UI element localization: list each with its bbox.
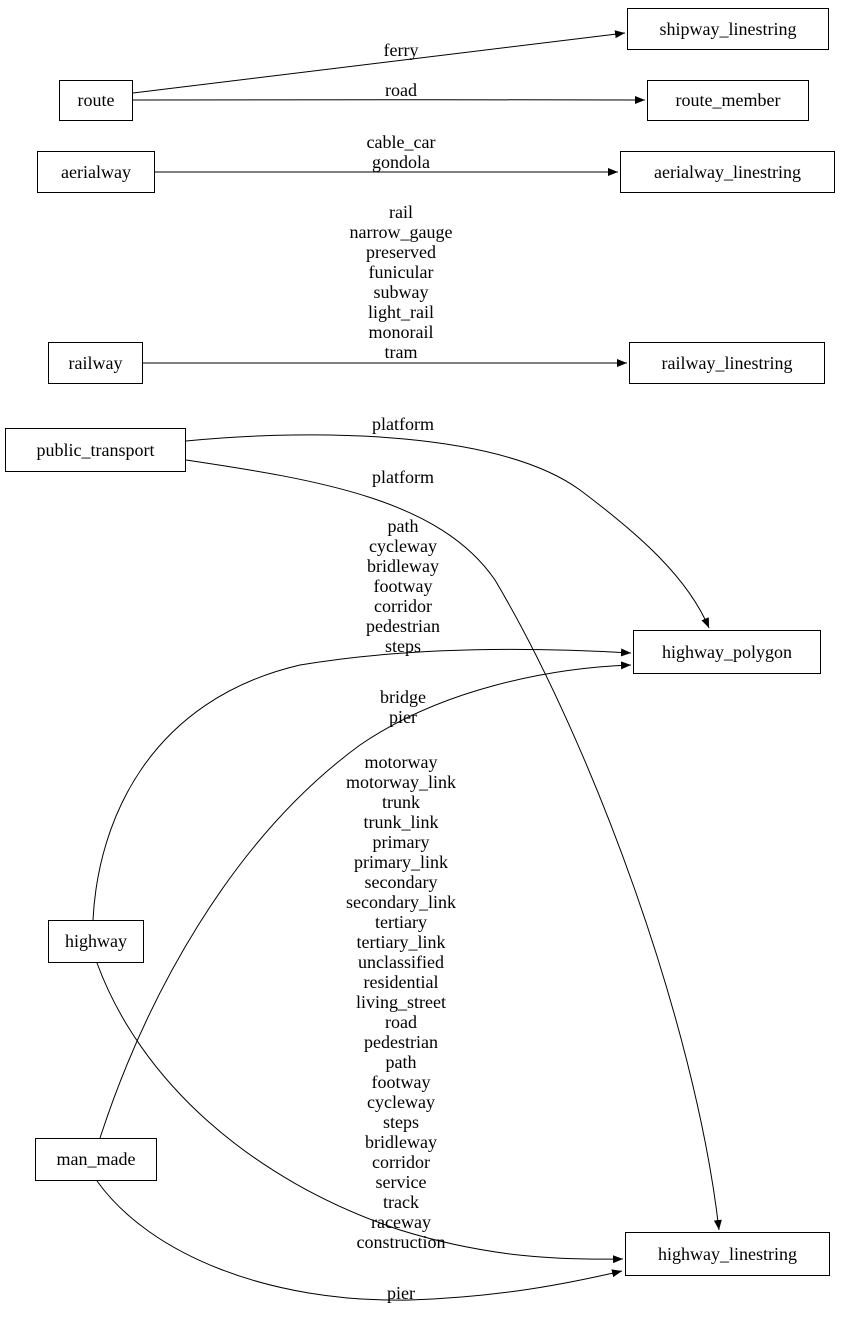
edge-public_transport-highway_polygon bbox=[185, 434, 710, 629]
node-aerialway: aerialway bbox=[37, 151, 155, 193]
node-shipway_linestring: shipway_linestring bbox=[627, 8, 829, 50]
edge-label-road: road bbox=[385, 80, 417, 100]
edge-highway-highway_polygon bbox=[92, 648, 632, 921]
edge-highway-highway_linestring bbox=[96, 962, 624, 1264]
edge-label-platform-polygon: platform bbox=[372, 414, 434, 434]
edge-route-shipway_linestring bbox=[132, 30, 626, 94]
edge-label-bridge-pier: bridge pier bbox=[380, 687, 426, 727]
edge-man_made-highway_polygon bbox=[99, 661, 632, 1139]
node-railway: railway bbox=[48, 342, 143, 384]
node-highway_polygon: highway_polygon bbox=[633, 630, 821, 674]
edge-label-highway-polygon-values: path cycleway bridleway footway corridor… bbox=[366, 516, 440, 656]
node-public_transport: public_transport bbox=[5, 428, 186, 472]
edge-label-pier: pier bbox=[387, 1283, 415, 1303]
edge-label-platform-linestring: platform bbox=[372, 467, 434, 487]
node-highway_linestring: highway_linestring bbox=[625, 1232, 830, 1276]
node-man_made: man_made bbox=[35, 1138, 157, 1181]
edge-label-highway-linestring-values: motorway motorway_link trunk trunk_link … bbox=[346, 752, 456, 1252]
edge-label-railway-values: rail narrow_gauge preserved funicular su… bbox=[349, 202, 453, 362]
node-aerialway_linestring: aerialway_linestring bbox=[620, 151, 835, 193]
node-railway_linestring: railway_linestring bbox=[629, 342, 825, 384]
edge-man_made-highway_linestring bbox=[96, 1180, 623, 1301]
edge-label-ferry: ferry bbox=[383, 40, 419, 60]
edge-label-cable_car-gondola: cable_car gondola bbox=[366, 132, 436, 172]
edge-public_transport-highway_linestring bbox=[185, 459, 722, 1231]
node-highway: highway bbox=[48, 920, 144, 963]
node-route: route bbox=[59, 80, 133, 121]
node-route_member: route_member bbox=[647, 80, 809, 121]
